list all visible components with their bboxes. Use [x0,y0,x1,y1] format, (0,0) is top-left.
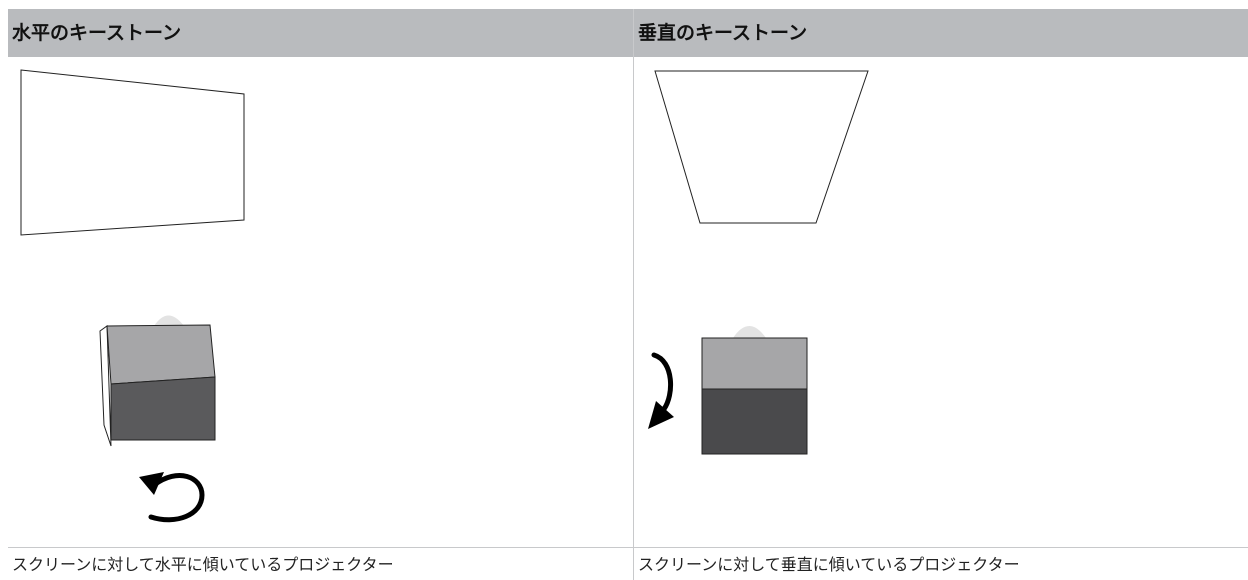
header-vertical-keystone: 垂直のキーストーン [634,9,1248,57]
horizontal-keystone-illustration [20,69,245,523]
projector-vertical [701,326,808,455]
projector-side-face [99,325,112,447]
caption-horizontal-keystone: スクリーンに対して水平に傾いているプロジェクター [12,555,394,574]
projector-lens [733,326,766,338]
projector-front-face [701,388,808,455]
header-horizontal-keystone: 水平のキーストーン [8,9,633,57]
vertical-keystone-screen [654,70,869,224]
projector-front-face [110,376,216,441]
keystone-table: 水平のキーストーン 垂直のキーストーン [8,9,1248,580]
column-divider [633,9,634,580]
vertical-rotation-arrow-icon [648,352,674,429]
horizontal-keystone-screen [20,69,245,236]
projector-lens [154,315,184,326]
row-divider [8,547,1248,548]
vertical-keystone-illustration [648,70,869,455]
caption-vertical-keystone: スクリーンに対して垂直に傾いているプロジェクター [638,555,1020,574]
projector-horizontal [99,315,216,447]
projector-top-face [106,324,216,385]
horizontal-rotation-arrow-icon [139,472,205,523]
projector-top-face [701,337,808,390]
